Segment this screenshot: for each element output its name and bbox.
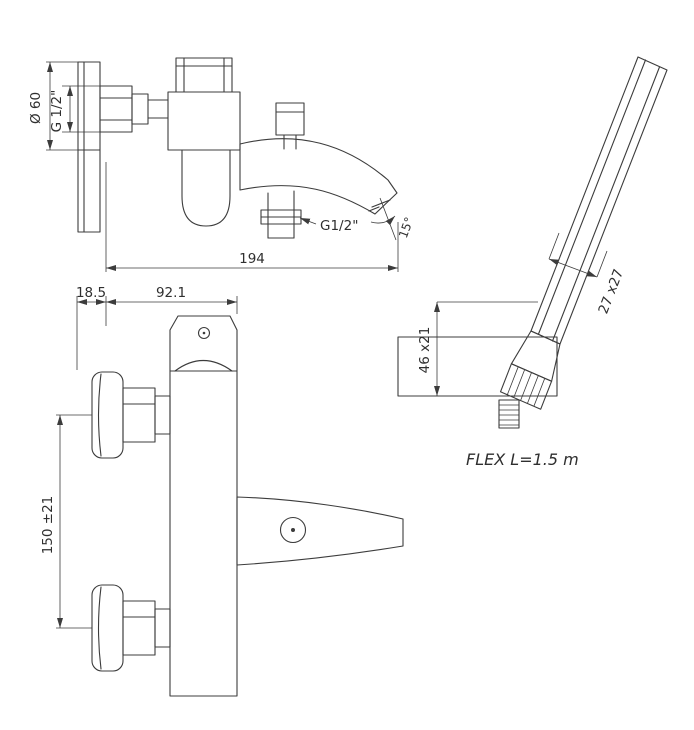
lower-wall-union: [91, 584, 171, 672]
lever-handle: [236, 496, 404, 566]
dim-label-head-size: 46 x21: [417, 327, 433, 374]
inlet-union: [99, 85, 169, 133]
flex-hose-thread: [498, 399, 520, 429]
front-view: 18.5 92.1 150 ±21: [40, 285, 404, 697]
body-column: [169, 315, 238, 697]
front-view-dimensions: 18.5 92.1 150 ±21: [40, 285, 238, 629]
dim-label-outlet-thread: G1/2": [320, 218, 358, 234]
spout: [239, 138, 398, 215]
upper-wall-union: [91, 371, 171, 459]
handshower-outlet: [260, 190, 302, 239]
dim-label-spout-angle: 15°: [396, 215, 416, 240]
handshower-dimensions: 46 x21 27 x27 FLEX L=1.5 m: [417, 232, 627, 469]
side-view: Ø 60 G 1/2" 194 G1/2" 15°: [28, 57, 416, 272]
body-cup: [181, 149, 231, 227]
dim-label-body-depth: 92.1: [156, 285, 186, 301]
hand-shower-view: 46 x21 27 x27 FLEX L=1.5 m: [397, 56, 668, 469]
dim-label-inlet-thread: G 1/2": [49, 90, 65, 133]
shower-connector: [499, 330, 561, 410]
diverter-knob: [275, 102, 305, 150]
wall-plate: [77, 61, 101, 233]
mixer-body: [167, 57, 241, 151]
dim-label-wall-offset: 18.5: [76, 285, 106, 301]
dim-label-handle-section: 27 x27: [595, 267, 627, 316]
side-view-dimensions: Ø 60 G 1/2" 194 G1/2" 15°: [28, 61, 416, 272]
dim-label-centers-height: 150 ±21: [40, 496, 56, 555]
wall-bracket-box: [397, 336, 558, 397]
dim-label-total-depth: 194: [239, 251, 265, 267]
dim-label-flange-diameter: Ø 60: [28, 92, 44, 124]
flex-length-note: FLEX L=1.5 m: [466, 450, 579, 469]
